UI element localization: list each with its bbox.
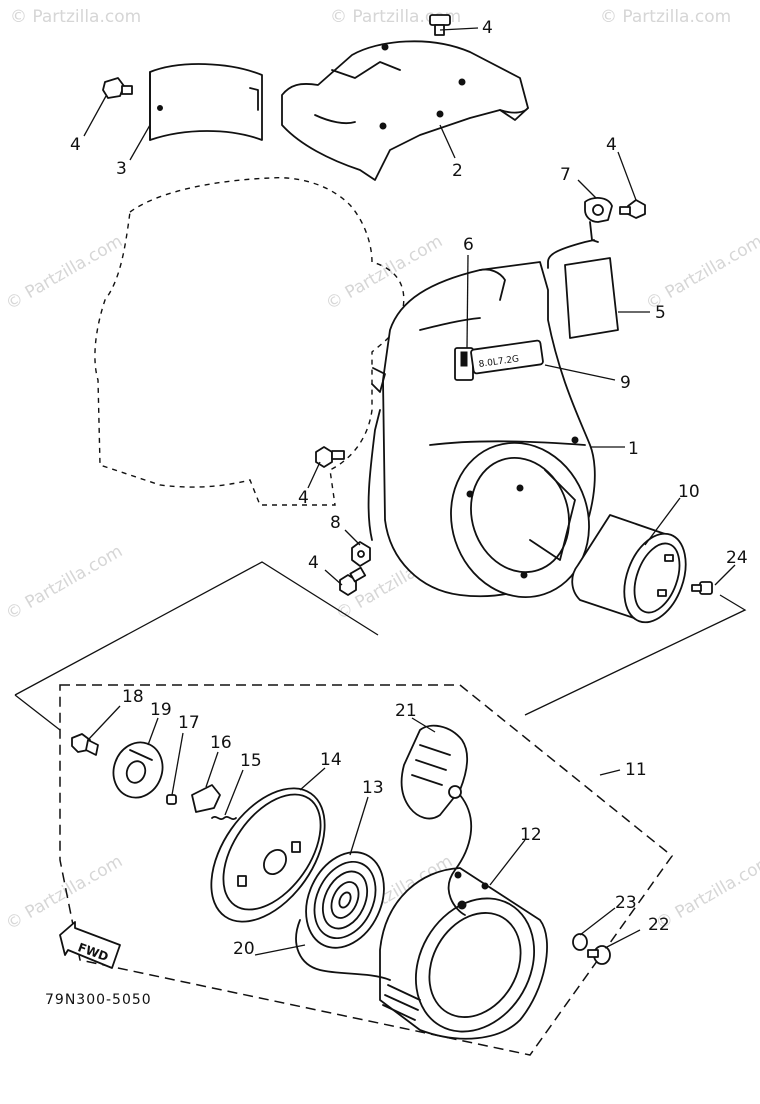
bolt-part-4-top bbox=[429, 14, 451, 36]
fan-shroud-housing-part-1 bbox=[367, 261, 596, 599]
callouts: 4 4 3 2 4 7 6 5 9 1 4 10 8 24 4 18 19 17… bbox=[70, 18, 748, 959]
drive-cam-part-19 bbox=[112, 741, 164, 799]
watermark: © Partzilla.com bbox=[330, 7, 461, 27]
diagram-code: 79N300-5050 bbox=[45, 992, 152, 1008]
callout-16: 16 bbox=[210, 733, 232, 753]
plate-part-5 bbox=[564, 257, 619, 339]
engine-block-outline bbox=[94, 177, 405, 506]
callout-21: 21 bbox=[395, 701, 417, 721]
pin-part-17 bbox=[166, 794, 177, 805]
screw-part-22 bbox=[587, 945, 611, 965]
callout-20: 20 bbox=[233, 939, 255, 959]
screen-cylinder-part-10 bbox=[571, 514, 687, 624]
spring-part-15 bbox=[211, 815, 237, 821]
callout-14: 14 bbox=[320, 750, 342, 770]
callout-10: 10 bbox=[678, 482, 700, 502]
reel-part-14 bbox=[210, 787, 326, 923]
bolt-part-4-left bbox=[102, 77, 133, 99]
bolt-part-18 bbox=[71, 733, 99, 756]
pawl-part-16 bbox=[191, 784, 221, 813]
bolt-part-4-lower bbox=[339, 566, 367, 596]
callout-12: 12 bbox=[520, 825, 542, 845]
top-cover-part-2 bbox=[281, 40, 529, 181]
callout-4: 4 bbox=[70, 135, 81, 155]
model-decal-part-9: 8.0L7.2G bbox=[470, 339, 544, 375]
starter-rope-part-20 bbox=[295, 794, 473, 981]
callout-24: 24 bbox=[726, 548, 748, 568]
recoil-starter-assembly-boundary-part-11 bbox=[59, 684, 674, 1056]
watermark: © Partzilla.com bbox=[3, 231, 127, 314]
spacer-part-8 bbox=[351, 541, 371, 567]
callout-18: 18 bbox=[122, 687, 144, 707]
watermark: © Partzilla.com bbox=[10, 7, 141, 27]
callout-1: 1 bbox=[628, 439, 639, 459]
callout-5: 5 bbox=[655, 303, 666, 323]
callout-13: 13 bbox=[362, 778, 384, 798]
callout-22: 22 bbox=[648, 915, 670, 935]
heat-shield-plate-part-3 bbox=[149, 63, 263, 141]
callout-17: 17 bbox=[178, 713, 200, 733]
callout-15: 15 bbox=[240, 751, 262, 771]
watermark: © Partzilla.com bbox=[3, 851, 127, 934]
label-plate-mark bbox=[460, 351, 468, 367]
screw-part-24 bbox=[691, 581, 713, 595]
clamp-bracket-part-7 bbox=[547, 197, 613, 269]
callout-4: 4 bbox=[298, 488, 309, 508]
callout-6: 6 bbox=[463, 235, 474, 255]
callout-7: 7 bbox=[560, 165, 571, 185]
callout-23: 23 bbox=[615, 893, 637, 913]
starter-case-part-12 bbox=[379, 867, 548, 1040]
assembly-guide-outline bbox=[14, 561, 747, 731]
callout-3: 3 bbox=[116, 159, 127, 179]
watermark: © Partzilla.com bbox=[600, 7, 731, 27]
callout-4: 4 bbox=[308, 553, 319, 573]
callout-11: 11 bbox=[625, 760, 647, 780]
washer-part-23 bbox=[572, 933, 588, 951]
callout-4: 4 bbox=[606, 135, 617, 155]
fwd-direction-arrow: FWD bbox=[59, 921, 121, 969]
starter-handle-part-21 bbox=[400, 724, 468, 820]
callout-8: 8 bbox=[330, 513, 341, 533]
leader-lines bbox=[83, 27, 736, 956]
watermark: © Partzilla.com bbox=[3, 541, 127, 624]
callout-19: 19 bbox=[150, 700, 172, 720]
spiral-spring-part-13 bbox=[305, 851, 385, 949]
callout-9: 9 bbox=[620, 373, 631, 393]
callout-2: 2 bbox=[452, 161, 463, 181]
watermark: © Partzilla.com bbox=[643, 231, 760, 314]
callout-4: 4 bbox=[482, 18, 493, 38]
bolt-part-4-right bbox=[619, 199, 646, 219]
